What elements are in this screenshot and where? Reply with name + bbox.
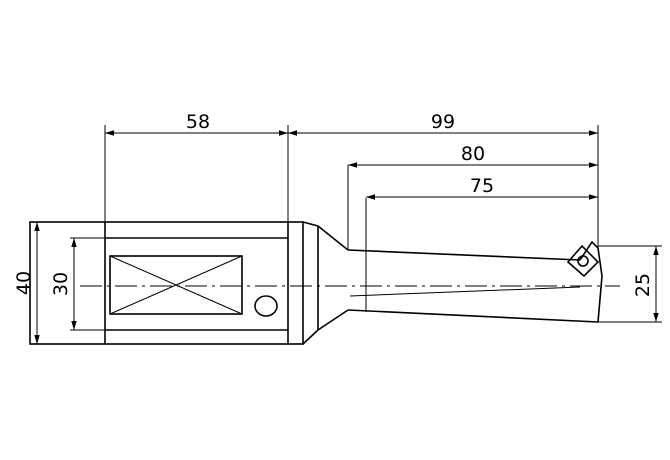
- neck-bottom-b: [317, 309, 349, 331]
- dimension-shank-diameter: 30: [50, 237, 105, 331]
- dimension-overall-length: 99: [288, 111, 599, 248]
- neck-top-b: [317, 225, 349, 251]
- drill-bottom-edge: [347, 309, 599, 323]
- dimension-flute-length: 80: [348, 143, 598, 168]
- neck-top-a: [302, 221, 319, 227]
- dim-80-label: 80: [461, 143, 485, 165]
- dimension-drill-diameter: 25: [598, 245, 662, 323]
- dimension-shank-length: 58: [104, 111, 289, 222]
- dim-30-label: 30: [50, 272, 72, 296]
- neck-bottom-a: [302, 329, 319, 345]
- coolant-hole: [254, 295, 278, 317]
- shank-body: [29, 221, 304, 345]
- clamp-cross-b: [109, 255, 243, 315]
- flute-line: [349, 286, 581, 297]
- insert-screw: [577, 255, 589, 267]
- dim-58-label: 58: [186, 111, 210, 133]
- neck-taper: [302, 221, 349, 345]
- dim-99-label: 99: [431, 111, 455, 133]
- dim-75-label: 75: [470, 175, 494, 197]
- drill-top-edge: [347, 249, 581, 261]
- clamp-flat: [109, 255, 243, 315]
- dimension-flange-diameter: 40: [13, 222, 40, 344]
- dim-25-label: 25: [632, 273, 654, 297]
- dim-40-label: 40: [13, 271, 35, 295]
- shank-outline: [29, 221, 304, 345]
- dimension-cutting-depth: 75: [366, 175, 598, 200]
- insert: [566, 244, 600, 278]
